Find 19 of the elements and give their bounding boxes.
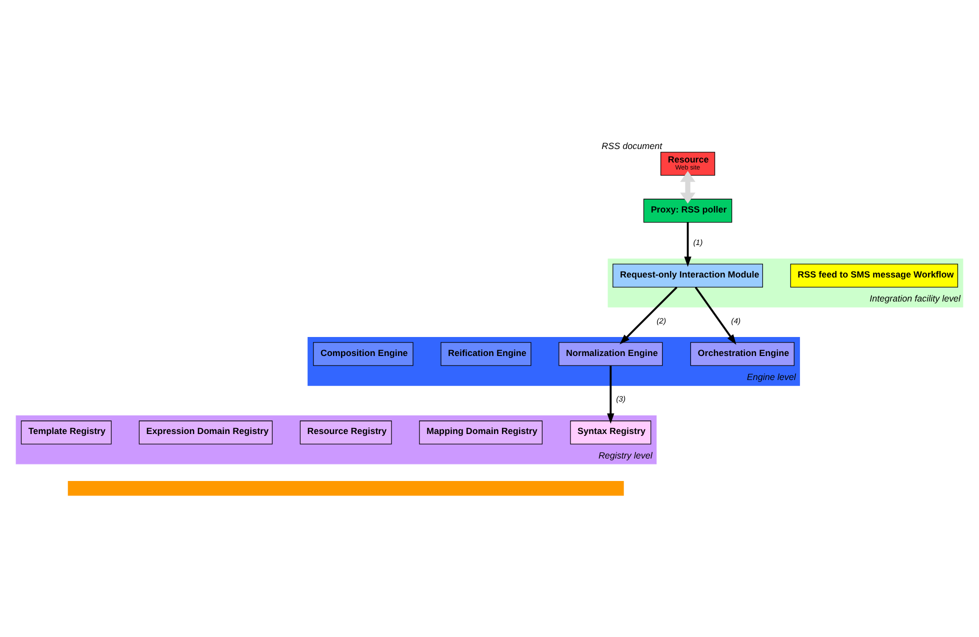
node-box: Mapping Domain Registry bbox=[419, 420, 543, 444]
node-label: RSS document bbox=[602, 140, 662, 151]
node-box: Orchestration Engine bbox=[690, 342, 794, 366]
node-box: Resource Registry bbox=[300, 420, 392, 444]
arrow bbox=[694, 286, 736, 344]
node-box: Proxy: RSS poller bbox=[643, 198, 732, 222]
node-box: Request-only Interaction Module bbox=[612, 263, 763, 287]
arrow bbox=[680, 170, 696, 204]
node-box: RSS feed to SMS message Workflow bbox=[790, 263, 958, 287]
arrow bbox=[684, 222, 692, 266]
node-box: Composition Engine bbox=[313, 342, 414, 366]
node-box: Expression Domain Registry bbox=[138, 420, 273, 444]
arrow bbox=[620, 286, 678, 344]
node-box: Template Registry bbox=[20, 420, 112, 444]
node-box: Normalization Engine bbox=[558, 342, 663, 366]
node-box: Syntax Registry bbox=[570, 420, 652, 444]
node-bar bbox=[68, 480, 624, 496]
arrow bbox=[607, 365, 614, 424]
node-box: Reification Engine bbox=[440, 342, 532, 366]
